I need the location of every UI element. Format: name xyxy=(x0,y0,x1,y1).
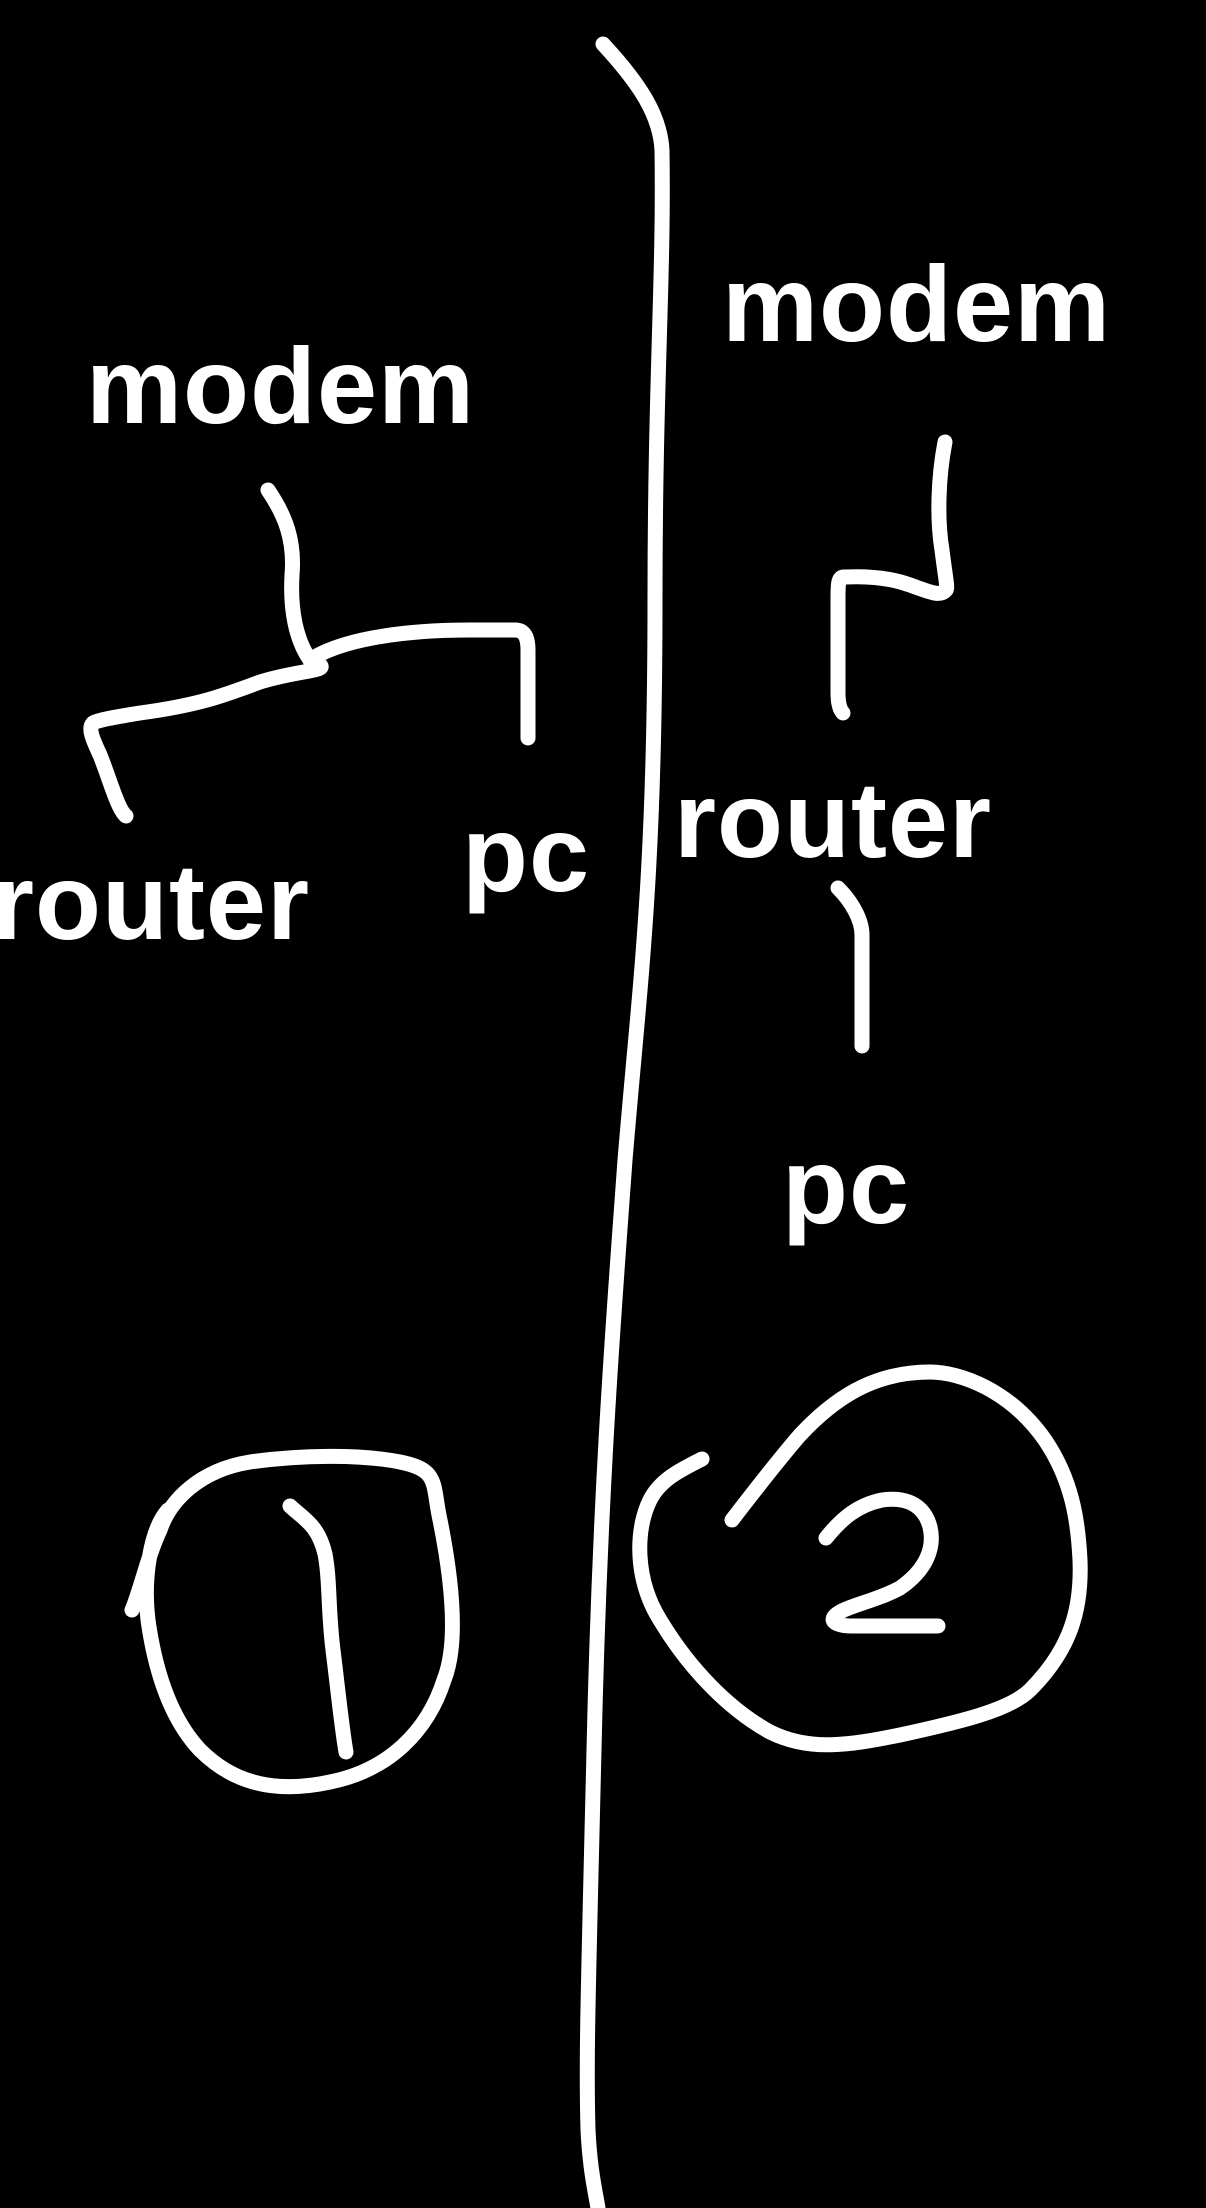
left-pc-label: pc xyxy=(462,793,591,914)
left-connector-to-pc xyxy=(302,622,536,746)
right-connector-modem-router xyxy=(830,434,955,721)
left-router-label: router xyxy=(0,841,311,962)
right-circle-outline xyxy=(632,1364,1088,1753)
left-modem-label: modem xyxy=(86,325,476,446)
right-router-label: router xyxy=(674,759,993,880)
right-number-two-stroke xyxy=(818,1491,946,1634)
left-circle-outline xyxy=(124,1448,460,1795)
left-number-stroke xyxy=(282,1498,354,1760)
right-pc-label: pc xyxy=(782,1125,911,1246)
left-number-text: 1 xyxy=(300,1600,301,1601)
right-number-text: 2 xyxy=(880,1560,881,1561)
left-connector-to-router xyxy=(83,652,329,824)
right-connector-router-pc xyxy=(830,880,870,1054)
left-connector-modem-down xyxy=(260,482,318,668)
divider-line xyxy=(579,36,670,2208)
right-modem-label: modem xyxy=(722,243,1112,364)
